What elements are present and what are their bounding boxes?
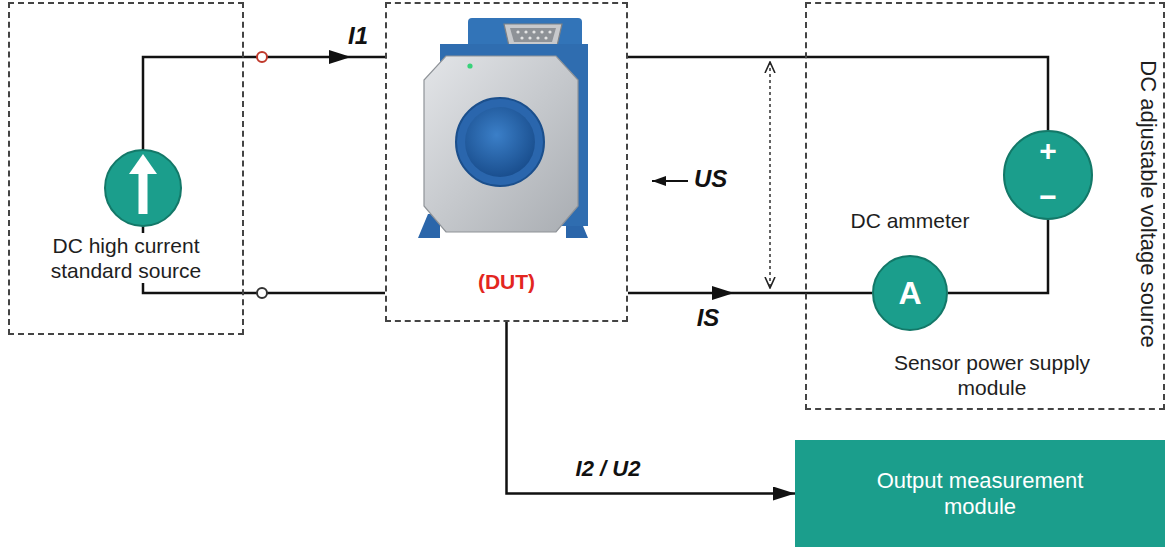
polarity-sign: + bbox=[1003, 136, 1093, 166]
wire-connector bbox=[628, 292, 872, 295]
arrow-shaft bbox=[139, 170, 148, 214]
module-title: DC high current standard source bbox=[18, 233, 234, 283]
source-circle bbox=[105, 150, 181, 226]
meter-title: DC ammeter bbox=[850, 209, 969, 233]
polarity-sign: − bbox=[1003, 182, 1093, 212]
terminal-positive bbox=[257, 52, 267, 62]
voltage-direction-arrow bbox=[652, 180, 688, 182]
output-module-box: Output measurement module bbox=[795, 440, 1165, 547]
sensor-led bbox=[467, 63, 472, 68]
meter-symbol-text: A bbox=[872, 277, 948, 309]
symbol-circle bbox=[873, 256, 947, 330]
db9-shell bbox=[510, 28, 556, 42]
current-label: I1 bbox=[348, 22, 368, 50]
symbol-circle bbox=[1004, 131, 1092, 219]
voltage-marker bbox=[652, 62, 770, 288]
dut-label: (DUT) bbox=[387, 270, 626, 294]
current-label: I2 / U2 bbox=[576, 456, 641, 482]
db9-connector bbox=[504, 24, 562, 46]
vertical-title: DC adjustable voltage source bbox=[1135, 60, 1161, 347]
current-source-symbol bbox=[105, 150, 181, 226]
db9-pins bbox=[516, 30, 551, 39]
signal-name: US bbox=[694, 165, 727, 193]
wire-connector bbox=[628, 57, 1048, 130]
wire bbox=[143, 57, 244, 150]
terminal-negative bbox=[257, 288, 267, 298]
source-module-box: DC high current standard source bbox=[8, 2, 244, 335]
sensor-illustration bbox=[418, 18, 588, 238]
wire-connector bbox=[507, 322, 796, 494]
power-module-box: +−DC ammeterADC adjustable voltage sourc… bbox=[805, 2, 1165, 410]
module-title: Output measurement module bbox=[870, 467, 1090, 520]
sensor-face bbox=[424, 56, 578, 232]
current-label: IS bbox=[697, 304, 720, 332]
ammeter-symbol: DC ammeterA bbox=[872, 255, 948, 331]
terminals bbox=[257, 52, 267, 298]
sensor-hole bbox=[465, 107, 535, 177]
sensor-ring bbox=[456, 98, 544, 186]
arrow-tip bbox=[129, 154, 157, 174]
voltage-span-arrow bbox=[769, 62, 770, 288]
connector-group bbox=[244, 57, 1048, 494]
module-title: Sensor power supply module bbox=[887, 350, 1097, 400]
dut-box: (DUT) bbox=[385, 2, 628, 322]
voltage-source-symbol: +− bbox=[1003, 130, 1093, 220]
